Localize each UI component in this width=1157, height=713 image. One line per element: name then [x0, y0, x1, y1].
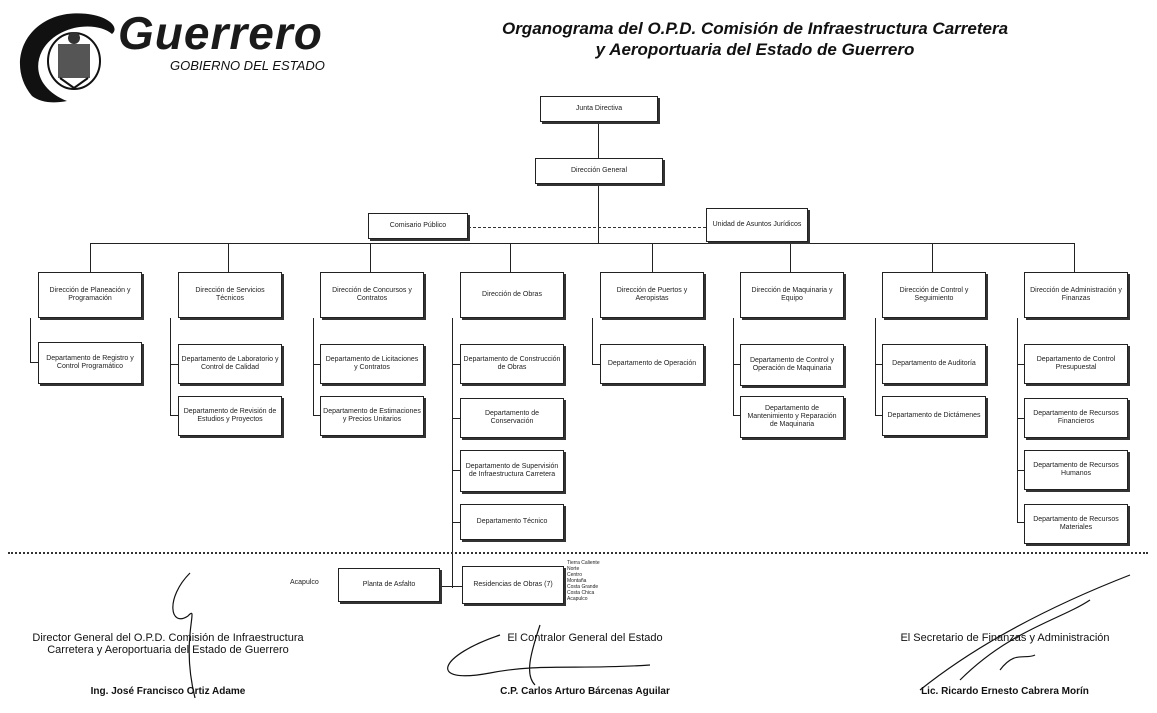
- org-box-dept: Departamento de Construcción de Obras: [460, 344, 564, 384]
- connector: [1017, 522, 1027, 523]
- connector: [652, 243, 653, 272]
- connector: [875, 415, 885, 416]
- connector: [452, 470, 462, 471]
- org-box-dept: Departamento Técnico: [460, 504, 564, 540]
- title-line-1: Organograma del O.P.D. Comisión de Infra…: [501, 19, 1009, 38]
- signature-title-center: El Contralor General del Estado: [507, 632, 663, 644]
- connector: [170, 415, 180, 416]
- org-box-direccion-general: Dirección General: [535, 158, 663, 184]
- connector: [228, 243, 229, 272]
- connector: [790, 243, 791, 272]
- connector: [510, 243, 511, 272]
- connector: [875, 318, 876, 416]
- connector: [313, 364, 323, 365]
- org-box-dept: Departamento de Recursos Financieros: [1024, 398, 1128, 438]
- connector: [170, 364, 180, 365]
- org-box-junta-directiva: Junta Directiva: [540, 96, 658, 122]
- list-item: Norte: [567, 566, 580, 572]
- signature-title-right: El Secretario de Finanzas y Administraci…: [900, 632, 1110, 644]
- planta-note: Acapulco: [290, 579, 319, 586]
- org-box-dept: Departamento de Supervisión de Infraestr…: [460, 450, 564, 492]
- org-box-dept: Departamento de Auditoría: [882, 344, 986, 384]
- connector: [733, 415, 743, 416]
- connector: [1017, 364, 1027, 365]
- connector: [30, 362, 40, 363]
- org-box-direccion-admin: Dirección de Administración y Finanzas: [1024, 272, 1128, 318]
- list-item: Centro: [567, 572, 583, 578]
- connector: [452, 522, 462, 523]
- list-item: Montaña: [567, 578, 587, 584]
- org-box-dept: Departamento de Licitaciones y Contratos: [320, 344, 424, 384]
- connector: [452, 318, 453, 588]
- org-box-dept: Departamento de Laboratorio y Control de…: [178, 344, 282, 384]
- org-box-direccion-maquinaria: Dirección de Maquinaria y Equipo: [740, 272, 844, 318]
- state-seal-icon: [19, 13, 115, 103]
- connector: [452, 364, 462, 365]
- connector: [90, 243, 1075, 244]
- signature-name-center: C.P. Carlos Arturo Bárcenas Aguilar: [500, 686, 670, 697]
- org-box-dept: Departamento de Mantenimiento y Reparaci…: [740, 396, 844, 438]
- title-line-2: y Aeroportuaria del Estado de Guerrero: [595, 40, 915, 59]
- org-box-residencias: Residencias de Obras (7): [462, 566, 564, 604]
- org-box-direccion-servicios: Dirección de Servicios Técnicos: [178, 272, 282, 318]
- org-box-direccion-obras: Dirección de Obras: [460, 272, 564, 318]
- connector: [313, 318, 314, 416]
- connector: [592, 318, 593, 365]
- signature-name-left: Ing. José Francisco Ortiz Adame: [90, 686, 246, 697]
- org-box-direccion-planeacion: Dirección de Planeación y Programación: [38, 272, 142, 318]
- connector: [733, 318, 734, 416]
- handwritten-signature-center: [430, 615, 670, 695]
- brand-wordmark: Guerrero: [118, 7, 323, 59]
- residencias-list: Tierra Caliente Norte Centro Montaña Cos…: [567, 560, 627, 602]
- connector: [1017, 470, 1027, 471]
- connector: [598, 123, 599, 171]
- connector: [1074, 243, 1075, 272]
- list-item: Acapulco: [567, 596, 588, 602]
- connector: [875, 364, 885, 365]
- org-box-dept: Departamento de Control y Operación de M…: [740, 344, 844, 386]
- connector: [598, 183, 599, 243]
- org-box-dept: Departamento de Registro y Control Progr…: [38, 342, 142, 384]
- org-box-direccion-control: Dirección de Control y Seguimiento: [882, 272, 986, 318]
- org-box-dept: Departamento de Recursos Humanos: [1024, 450, 1128, 490]
- connector: [370, 243, 371, 272]
- org-box-comisario-publico: Comisario Público: [368, 213, 468, 239]
- org-box-planta-asfalto: Planta de Asfalto: [338, 568, 440, 602]
- org-box-asuntos-juridicos: Unidad de Asuntos Jurídicos: [706, 208, 808, 242]
- org-box-dept: Departamento de Conservación: [460, 398, 564, 438]
- list-item: Tierra Caliente: [567, 560, 600, 566]
- connector: [30, 318, 31, 363]
- signature-name-right: Lic. Ricardo Ernesto Cabrera Morín: [921, 686, 1089, 697]
- list-item: Costa Chica: [567, 590, 595, 596]
- handwritten-signature-right: [860, 560, 1140, 700]
- connector: [733, 364, 743, 365]
- dashed-connector: [468, 227, 706, 228]
- list-item: Costa Grande: [567, 584, 599, 590]
- connector: [1017, 318, 1018, 523]
- logo: [12, 6, 132, 116]
- connector: [1017, 418, 1027, 419]
- brand-subtitle: GOBIERNO DEL ESTADO: [170, 58, 325, 73]
- connector: [452, 418, 462, 419]
- connector: [932, 243, 933, 272]
- page-title: Organograma del O.P.D. Comisión de Infra…: [425, 18, 1085, 60]
- connector: [440, 586, 462, 587]
- org-box-dept: Departamento de Estimaciones y Precios U…: [320, 396, 424, 436]
- org-box-direccion-concursos: Dirección de Concursos y Contratos: [320, 272, 424, 318]
- separator-line: [8, 552, 1148, 554]
- org-box-dept: Departamento de Control Presupuestal: [1024, 344, 1128, 384]
- org-box-direccion-puertos: Dirección de Puertos y Aeropistas: [600, 272, 704, 318]
- connector: [170, 318, 171, 416]
- connector: [313, 415, 323, 416]
- org-box-dept: Departamento de Dictámenes: [882, 396, 986, 436]
- connector: [90, 243, 91, 272]
- signature-title-left: Director General del O.P.D. Comisión de …: [32, 632, 304, 656]
- connector: [592, 364, 602, 365]
- org-box-dept: Departamento de Recursos Materiales: [1024, 504, 1128, 544]
- org-box-dept: Departamento de Revisión de Estudios y P…: [178, 396, 282, 436]
- org-box-dept: Departamento de Operación: [600, 344, 704, 384]
- handwritten-signature-left: [150, 568, 270, 708]
